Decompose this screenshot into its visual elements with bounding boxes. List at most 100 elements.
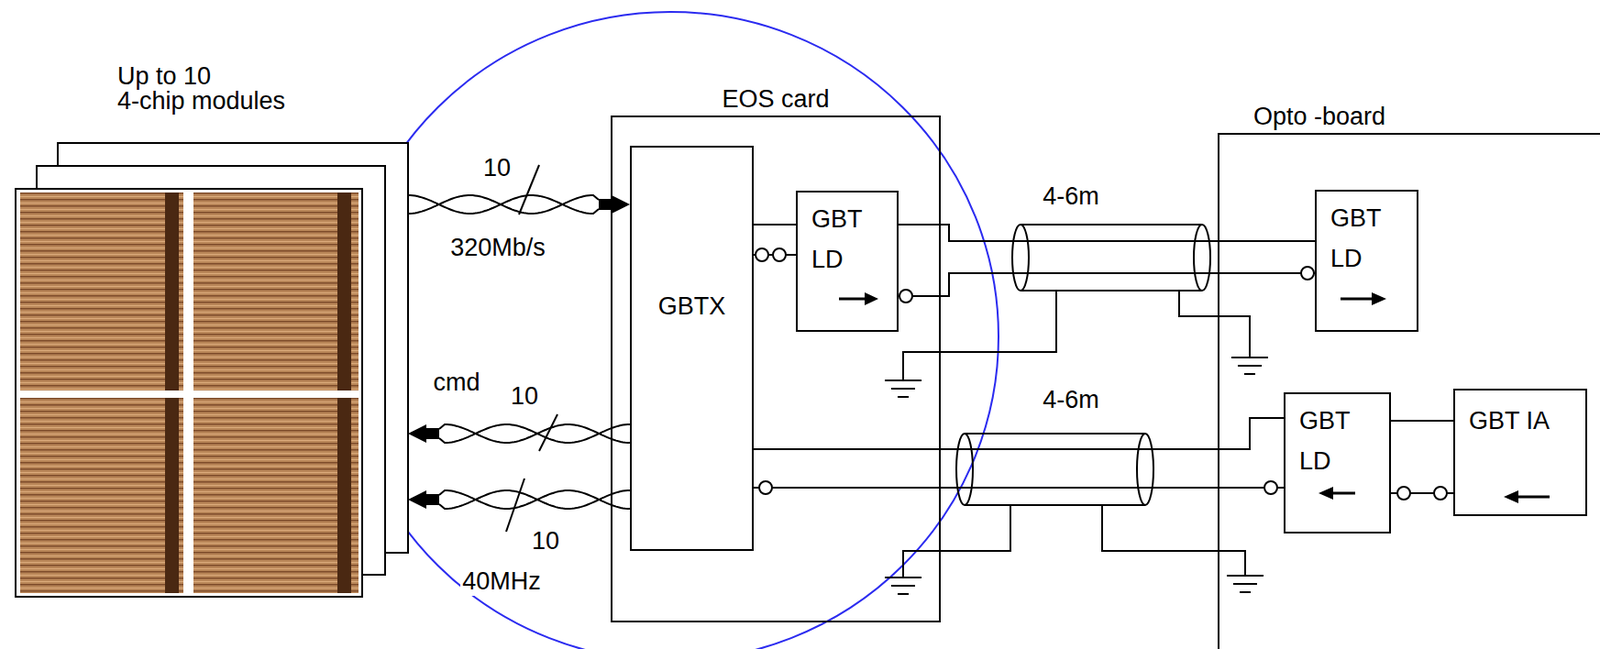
ground-symbol [1231,357,1269,375]
wire [753,418,1284,450]
ground-bar [897,396,909,398]
bus-width-label: 10 [529,527,562,556]
bus-width-label: 10 [508,382,541,411]
ground-bar [1239,591,1251,594]
cable-end [1136,433,1154,506]
twisted-wire [408,195,599,214]
direction-arrow [1516,496,1550,499]
bus-slash [518,165,540,215]
chip-box: GBTX [629,145,754,552]
module-card [15,188,363,597]
board-box: Opto -boardGBT LDGBT LDGBT IA [1217,132,1600,649]
direction-arrowhead [864,292,879,306]
edge-label: 40MHz [460,567,543,596]
fiber-connector [759,481,773,495]
fiber-connector [772,248,786,262]
board-heading: Opto -board [1253,102,1386,132]
ground-bar [884,576,922,579]
chip-bar [165,192,179,391]
card-heading: EOS card [721,85,829,114]
bus-width-label: 10 [481,154,513,183]
fiber-connector [1264,481,1278,495]
direction-arrowhead [1318,486,1334,500]
amplifier-box: GBT IA [1453,388,1588,517]
arrowhead [408,490,440,509]
wire [753,223,796,226]
wire [898,224,1315,242]
chip-image [193,397,359,594]
driver-name: GBT LD [1299,400,1351,482]
twisted-pair-connector [408,490,630,509]
direction-arrow [1331,492,1356,496]
wire [898,273,1315,297]
fiber-connector [755,248,769,262]
wire-connector [753,418,1284,495]
highlight-ellipse [342,11,999,649]
bus-slash [506,478,525,532]
ground-bar [1233,583,1258,585]
ground-symbol [884,577,922,595]
twisted-wire [408,195,599,214]
chip-image [193,192,359,391]
shield-wire [903,290,1057,381]
edge-label: 4-6m [1040,182,1102,211]
driver-name: GBT LD [811,198,863,280]
edge-label: 320Mb/s [448,233,548,263]
wire-connector [753,224,796,262]
ground-symbol [884,380,922,398]
shield-wire [1179,290,1250,358]
chip-bar [337,397,352,594]
fiber-connector [1397,486,1411,500]
ground-bar [891,387,916,390]
twisted-pair-connector [408,195,630,214]
chip-image [20,192,184,391]
shield-wire [903,505,1011,578]
twisted-wire [439,490,630,509]
driver-name: GBT LD [1330,198,1382,279]
ground-symbol [1226,575,1264,593]
bus-slash [539,414,558,452]
cable-end [956,433,973,506]
ground-bar [1226,574,1264,577]
driver-box: GBT LD [795,190,899,332]
wire [1390,419,1454,422]
driver-box: GBT LD [1314,189,1419,332]
shield-wire [1102,505,1246,576]
chip-bar [337,192,352,391]
chip-image [20,397,184,594]
wire-connector [898,224,1315,303]
driver-box: GBT LD [1283,392,1391,534]
twisted-pair-connector [408,424,630,443]
amplifier-name: GBT IA [1468,407,1550,436]
stack-heading: Up to 10 4-chip modules [117,64,286,114]
cable-end [1193,224,1211,291]
module-stack: Up to 10 4-chip modules [15,143,409,597]
cable-end [1012,224,1029,291]
edge-label: 4-6m [1040,386,1102,415]
ground-bar [884,379,922,382]
card-box: EOS cardGBTXGBT LD [610,115,941,623]
twisted-wire [439,424,630,443]
twisted-wire [439,490,630,509]
cable-outline [964,432,1146,435]
chip-bar [165,397,179,594]
direction-arrowhead [1503,490,1519,504]
cable-outline [964,504,1146,507]
ground-bar [897,593,909,596]
cable-outline [1020,289,1203,292]
arrowhead [408,424,440,443]
direction-arrow [1340,297,1374,301]
fiber-connector [1301,266,1314,280]
arrowhead [598,195,630,214]
ground-bar [891,584,916,587]
edge-label: cmd [430,368,482,398]
twisted-wire [439,424,630,443]
ground-bar [1244,373,1256,376]
ground-bar [1237,364,1262,367]
direction-arrow [838,297,867,301]
chip-name: GBTX [658,292,727,321]
direction-arrowhead [1371,292,1387,306]
wire-connector [1390,420,1454,500]
fiber-connector [1434,486,1447,500]
fiber-connector [899,289,913,303]
